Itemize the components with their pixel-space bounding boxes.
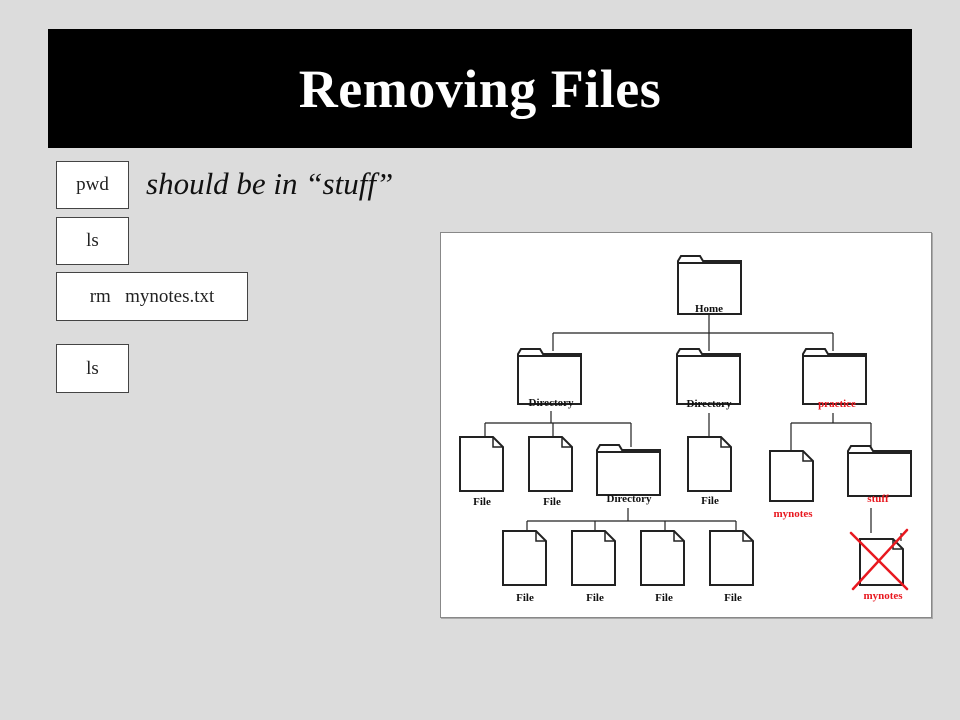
delete-cross-icon [849,528,909,591]
file-icon [571,530,616,586]
node-label-file-6: File [655,592,673,604]
tree-connectors [484,313,902,541]
node-label-directory-2: Directory [687,398,732,410]
command-ls-1: ls [56,217,129,265]
node-label-mynotes-2: mynotes [863,590,903,602]
directory-tree-svg: Home Directory Directory practice Direct… [459,255,912,604]
node-label-file-4: File [516,592,534,604]
file-icon [528,436,573,492]
command-text: rm mynotes.txt [89,285,215,307]
command-text: pwd [76,174,109,195]
folder-icon [596,444,661,496]
node-label-practice: practice [818,398,856,410]
node-label-stuff: stuff [867,493,889,505]
folder-icon [517,348,582,405]
node-label-directory-1: Directory [529,397,574,409]
title-bar: Removing Files [48,29,912,148]
node-label-directory-3: Directory [607,493,652,505]
directory-tree-diagram: Home Directory Directory practice Direct… [440,232,932,618]
file-icon [640,530,685,586]
file-icon [459,436,504,492]
command-pwd: pwd [56,161,129,209]
file-icon [769,450,814,502]
node-label-file-5: File [586,592,604,604]
node-label-mynotes-1: mynotes [773,508,813,520]
folder-icon [847,445,912,497]
node-label-file-1: File [473,496,491,508]
location-note: should be in “stuff” [146,166,394,201]
command-text: ls [86,230,99,251]
node-label-file-7: File [724,592,742,604]
slide-title: Removing Files [298,58,662,119]
folder-icon [802,348,867,405]
node-label-file-2: File [543,496,561,508]
command-text: ls [86,357,99,379]
folder-icon [676,348,741,405]
file-icon [502,530,547,586]
node-label-file-3: File [701,495,719,507]
file-icon [687,436,732,492]
node-label-home: Home [695,303,723,315]
command-ls-2: ls [56,344,129,393]
file-icon [709,530,754,586]
command-rm: rm mynotes.txt [56,272,248,321]
folder-icon [677,255,742,315]
